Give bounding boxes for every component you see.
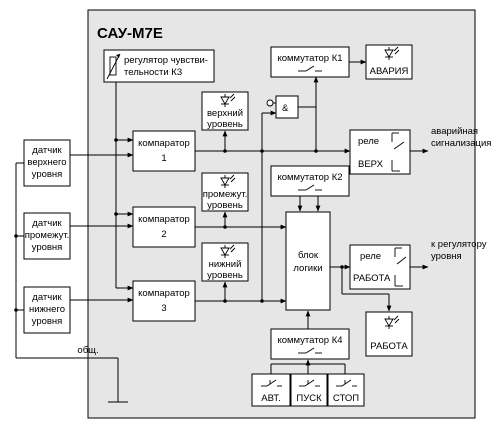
button-start: ПУСК [290, 373, 328, 407]
sensor-lower-line2: нижнего [29, 304, 65, 315]
sensitivity-regulator: регулятор чувстви- тельности К3 [103, 49, 215, 83]
led-icon [220, 93, 236, 107]
device-title: САУ-М7Е [97, 25, 163, 42]
regulator-output-line1: к регулятору [431, 239, 487, 250]
led-icon [220, 244, 236, 258]
comparator-1: компаратор 1 [132, 130, 196, 172]
k2-to-logic-wires [297, 196, 321, 212]
comparator-3-line1: компаратор [138, 288, 190, 299]
switch-icon [298, 347, 322, 354]
sensor-middle-line2: промежут. [25, 230, 70, 241]
switch-icon [298, 65, 322, 72]
comparator-3: компаратор 3 [132, 280, 196, 322]
switch-k2-label: коммутатор К2 [277, 172, 342, 183]
sensor-upper-line3: уровня [32, 169, 63, 180]
alarm-indicator: АВАРИЯ [365, 44, 413, 80]
relay-work-label: реле [360, 251, 381, 262]
relay-contact-icon [394, 247, 407, 287]
led-icon [384, 46, 400, 60]
indicator-lower-line1: нижний [209, 259, 242, 270]
sensor-common-bus [14, 162, 128, 403]
indicator-middle-line2: уровень [207, 200, 243, 211]
indicator-middle: промежут. уровень [201, 172, 249, 212]
regulator-wires [114, 82, 134, 291]
switch-k4-label: коммутатор К4 [277, 335, 342, 346]
comparator-2-line2: 2 [161, 229, 166, 240]
sensor-middle: датчик промежут. уровня [23, 212, 71, 260]
push-button-icon [261, 379, 282, 387]
sensor-signal-wires [70, 152, 134, 303]
work-indicator: РАБОТА [365, 311, 413, 357]
push-button-icon [336, 379, 357, 387]
regulator-line2: тельности К3 [124, 67, 182, 78]
sensor-upper-line1: датчик [32, 145, 62, 156]
button-wires [270, 359, 346, 374]
relay-top-label: реле [358, 136, 379, 147]
relay-work-name: РАБОТА [353, 273, 391, 284]
logic-output-wires [330, 264, 392, 312]
indicator-lower: нижний уровень [201, 242, 249, 282]
alarm-output-line1: аварийная [431, 126, 478, 137]
sensor-lower-line1: датчик [32, 292, 62, 303]
logic-block-line2: логики [293, 263, 322, 274]
comparator-3-line2: 3 [161, 303, 166, 314]
button-stop-label: СТОП [333, 393, 359, 404]
switch-k2: коммутатор К2 [270, 165, 350, 197]
sensor-lower-line3: уровня [32, 316, 63, 327]
push-button-icon [299, 379, 320, 387]
button-stop: СТОП [327, 373, 365, 407]
common-label: общ. [77, 345, 98, 356]
button-start-label: ПУСК [296, 393, 322, 404]
logic-block: блок логики [285, 211, 331, 311]
comparator-1-line2: 1 [161, 153, 166, 164]
alarm-output-line2: сигнализация [431, 138, 491, 149]
sensor-upper-line2: верхнего [27, 157, 66, 168]
logic-block-line1: блок [298, 250, 319, 261]
comparator-2: компаратор 2 [132, 206, 196, 248]
indicator-lower-line2: уровень [207, 270, 243, 281]
comparator-1-line1: компаратор [138, 138, 190, 149]
regulator-output-line2: уровня [431, 251, 462, 262]
indicator-upper: верхний уровень [201, 91, 249, 131]
indicator-upper-line2: уровень [207, 119, 243, 130]
button-auto: АВТ. [251, 373, 291, 407]
relay-top-name: ВЕРХ [358, 159, 384, 170]
comparator-2-line1: компаратор [138, 214, 190, 225]
sensor-middle-line1: датчик [32, 218, 62, 229]
relay-contact-icon [391, 132, 405, 172]
switch-icon [298, 184, 322, 191]
indicator-middle-line1: промежут. [203, 189, 248, 200]
work-indicator-label: РАБОТА [370, 341, 408, 352]
button-auto-label: АВТ. [261, 393, 280, 404]
sensor-upper: датчик верхнего уровня [23, 139, 71, 187]
relay-work: реле РАБОТА [349, 244, 411, 290]
relay-top: реле ВЕРХ [349, 129, 411, 175]
switch-k1: коммутатор К1 [270, 46, 350, 78]
sensor-lower: датчик нижнего уровня [23, 286, 71, 334]
switch-k4: коммутатор К4 [270, 328, 350, 360]
regulator-line1: регулятор чувстви- [124, 55, 208, 66]
comparator-output-wires [195, 110, 351, 304]
sensor-middle-line3: уровня [32, 242, 63, 253]
led-icon [220, 174, 236, 188]
and-gate-label: & [282, 103, 289, 114]
led-icon [384, 315, 400, 329]
switch-k1-label: коммутатор К1 [277, 53, 342, 64]
indicator-upper-line1: верхний [207, 108, 243, 119]
alarm-indicator-label: АВАРИЯ [370, 66, 409, 77]
